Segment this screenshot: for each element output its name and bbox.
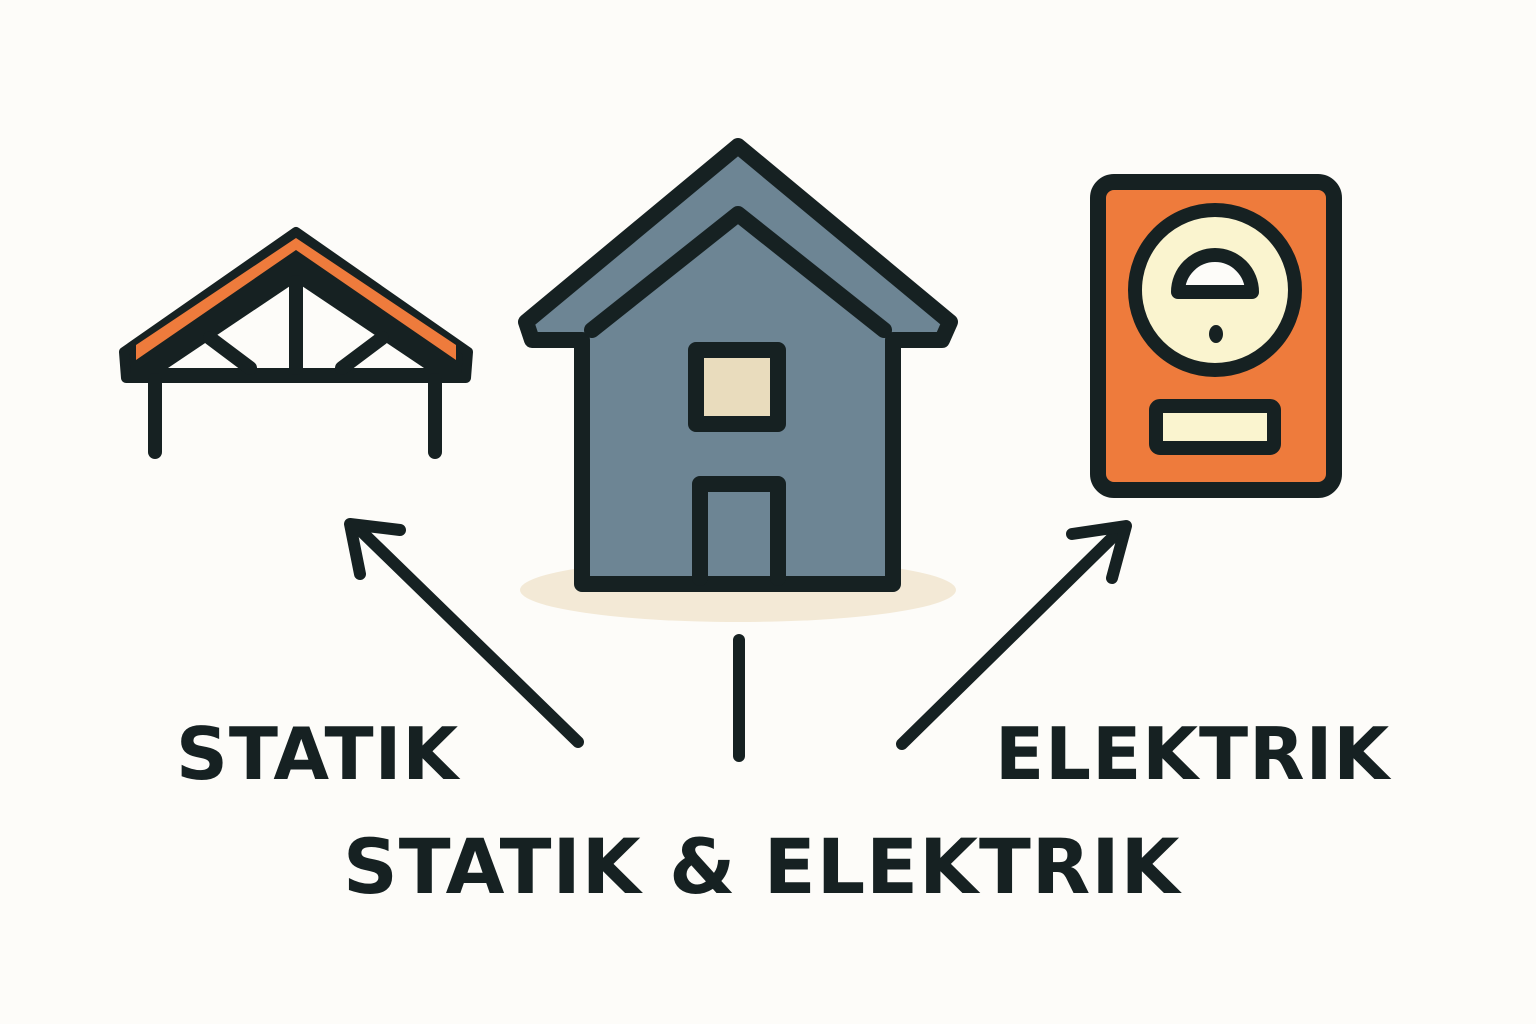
roof-truss-icon — [119, 227, 473, 459]
elektrik-label: ELEKTRIK — [995, 712, 1391, 796]
statik-label: STATIK — [176, 712, 460, 796]
house-icon — [518, 138, 958, 622]
arrow-to-elektrik — [896, 520, 1132, 750]
combined-label: STATIK & ELEKTRIK — [343, 822, 1181, 911]
electric-meter-icon — [1090, 174, 1342, 498]
arrow-to-statik — [344, 518, 584, 748]
